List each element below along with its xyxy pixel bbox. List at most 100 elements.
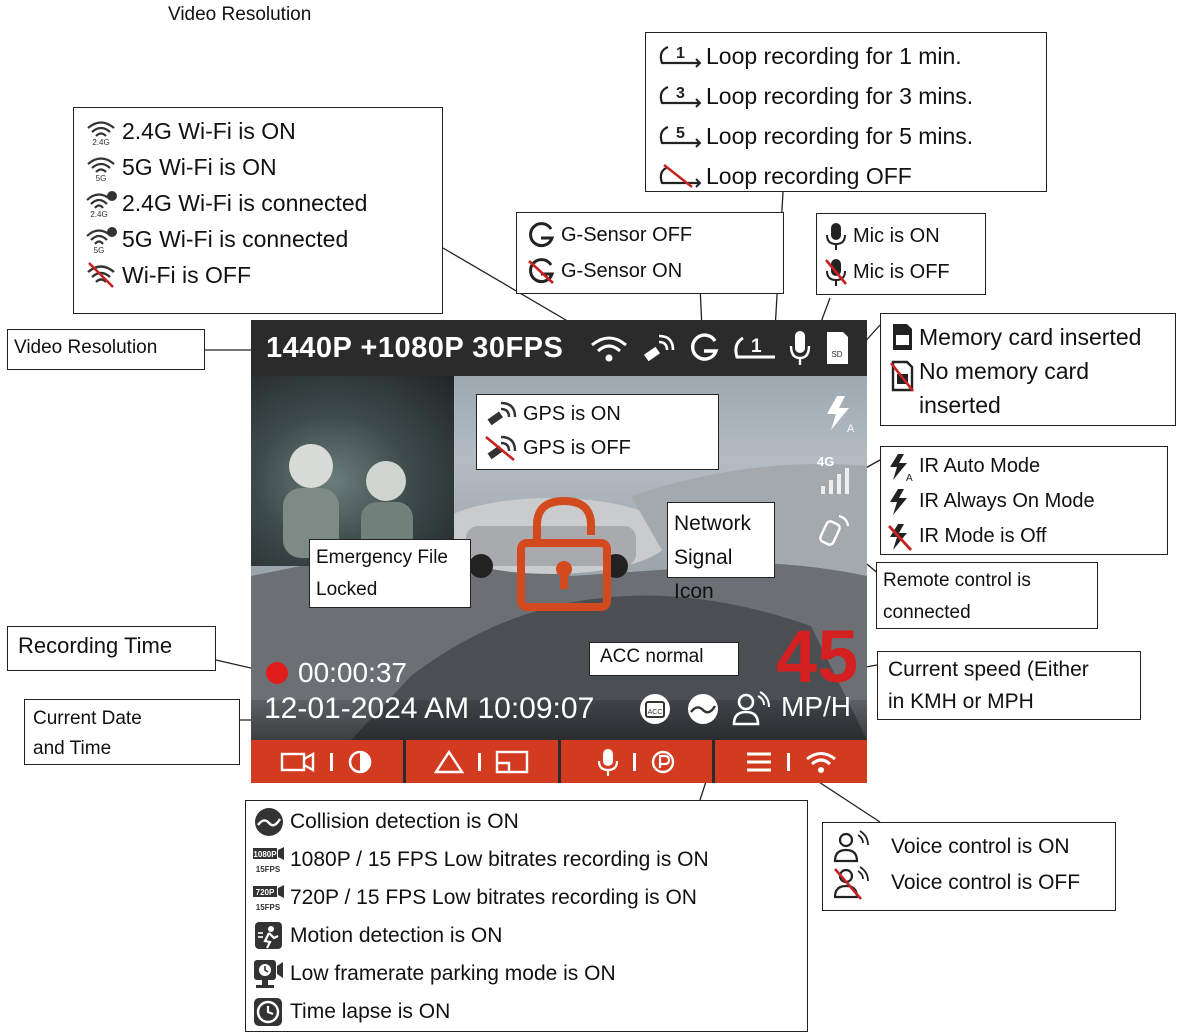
720p-fps-label: 15FPS	[256, 903, 281, 912]
acc-icon: ACC	[640, 694, 670, 724]
wifi-5g-connected-label: 5G	[94, 246, 105, 254]
no-sd-card-icon	[889, 360, 915, 392]
1080p-icon-label: 1080P	[253, 850, 277, 859]
modes-legend-label: Collision detection is ON	[290, 810, 519, 833]
loop-legend-item: 3 Loop recording for 3 mins.	[656, 76, 1046, 116]
wifi-legend-item: Wi-Fi is OFF	[84, 257, 442, 293]
modes-legend-item: Motion detection is ON	[252, 917, 807, 955]
mic-on-icon	[826, 223, 846, 250]
ir-status-icon: A	[827, 396, 855, 434]
ir-auto-icon: A	[890, 453, 913, 482]
loop-legend-label: Loop recording for 1 min.	[706, 42, 962, 69]
sd-card-status-label: SD	[831, 350, 842, 359]
loop-legend-item: 1 Loop recording for 1 min.	[656, 36, 1046, 76]
ir-legend-label: IR Auto Mode	[919, 455, 1041, 477]
wifi-legend-item: 5G 5G Wi-Fi is connected	[84, 221, 442, 257]
divider-icon	[478, 752, 482, 771]
gps-off-icon	[485, 435, 517, 462]
wifi-legend-item: 2.4G 2.4G Wi-Fi is connected	[84, 185, 442, 221]
wifi-legend-item: 5G 5G Wi-Fi is ON	[84, 149, 442, 185]
divider-icon	[786, 752, 790, 771]
gps-legend: GPS is ON GPS is OFF	[476, 394, 719, 470]
recording-timer: 00:00:37	[266, 657, 407, 689]
loop-status-label: 1	[751, 336, 762, 357]
voice-off-icon	[833, 866, 869, 900]
gsensor-status-icon	[690, 333, 719, 361]
sd-card-status-icon: SD	[827, 332, 848, 364]
modes-legend-label: Time lapse is ON	[290, 1000, 451, 1023]
wifi-5g-label: 5G	[96, 174, 107, 182]
mic-status-icon	[789, 331, 811, 365]
remote-control-label-box: Remote control is connected	[876, 562, 1098, 629]
loop-1min-label: 1	[676, 45, 685, 62]
wifi-5g-connected-icon: 5G	[86, 227, 117, 254]
menu-settings-wifi-button[interactable]	[715, 740, 867, 783]
screen-switch-icon	[495, 750, 529, 773]
parking-icon	[651, 750, 675, 773]
network-label-line: Signal Icon	[674, 546, 733, 603]
1080p-low-bitrate-icon: 1080P 15FPS	[253, 847, 284, 874]
memory-legend-label: No memory card	[919, 358, 1089, 384]
menu-record-button[interactable]	[251, 740, 406, 783]
loop-1min-icon: 1	[659, 45, 702, 68]
memory-legend-item: No memory card inserted	[889, 354, 1175, 422]
menu-bar	[251, 740, 867, 783]
acc-normal-label-box: ACC normal	[589, 642, 739, 676]
wifi-off-icon	[87, 262, 115, 288]
wifi-legend-label: 2.4G Wi-Fi is ON	[122, 117, 296, 144]
ir-legend-label: IR Always On Mode	[919, 490, 1095, 512]
warning-triangle-icon	[434, 749, 465, 773]
modes-legend-label: 720P / 15 FPS Low bitrates recording is …	[290, 886, 697, 909]
gsensor-legend-item: G-Sensor ON	[525, 253, 783, 289]
720p-icon-label: 720P	[256, 888, 275, 897]
1080p-fps-label: 15FPS	[256, 865, 281, 874]
menu-mic-parking-button[interactable]	[561, 740, 716, 783]
loop-status-icon: 1	[734, 336, 775, 359]
speed-label-line: in KMH or MPH	[888, 690, 1034, 713]
voice-legend-item: Voice control is OFF	[833, 865, 1115, 901]
divider-icon	[632, 752, 636, 771]
wifi-legend-label: Wi-Fi is OFF	[122, 261, 252, 288]
status-bar: 1440P +1080P 30FPS 1 SD	[251, 320, 867, 376]
wifi-icon	[805, 751, 836, 773]
ir-legend-label: IR Mode is Off	[919, 525, 1047, 547]
loop-off-icon	[659, 164, 702, 188]
cabin-camera-inset	[251, 376, 454, 566]
speed-value: 45	[776, 615, 859, 698]
gps-on-icon	[487, 401, 517, 426]
loop-legend-item: Loop recording OFF	[656, 156, 1046, 196]
loop-5min-icon: 5	[659, 125, 702, 148]
mic-legend-label: Mic is OFF	[853, 260, 950, 283]
modes-legend-item: Low framerate parking mode is ON	[252, 955, 807, 993]
voice-legend-item: Voice control is ON	[833, 829, 1115, 865]
wifi-legend-label: 2.4G Wi-Fi is connected	[122, 189, 368, 216]
loop-legend-label: Loop recording OFF	[706, 162, 912, 189]
modes-legend-label: Motion detection is ON	[290, 924, 503, 947]
voice-legend-label: Voice control is ON	[891, 835, 1070, 858]
wifi-legend-label: 5G Wi-Fi is ON	[122, 153, 277, 180]
wifi-24g-label: 2.4G	[92, 138, 109, 146]
date-label-line: Current Date	[33, 708, 142, 729]
acc-icon-label: ACC	[648, 709, 663, 716]
mic-icon	[597, 748, 618, 776]
ir-off-icon	[887, 523, 913, 551]
emergency-label-line: Locked	[316, 579, 378, 600]
recording-modes-legend: Collision detection is ON 1080P 15FPS 108…	[245, 800, 808, 1032]
voice-control-icon	[732, 691, 770, 726]
ir-legend-item: IR Always On Mode	[887, 484, 1167, 519]
date-label-line: and Time	[33, 738, 112, 759]
recording-time: 00:00:37	[298, 657, 407, 688]
sd-card-icon	[893, 324, 912, 350]
modes-legend-item: Time lapse is ON	[252, 993, 807, 1031]
ir-auto-label: A	[906, 473, 913, 482]
recording-time-label-box: Recording Time	[7, 626, 216, 671]
gsensor-legend-label: G-Sensor OFF	[561, 223, 693, 246]
network-signal-label: 4G	[817, 454, 834, 469]
wifi-24g-connected-label: 2.4G	[90, 210, 107, 218]
menu-emergency-button[interactable]	[406, 740, 561, 783]
network-signal-label-box: Network Signal Icon	[667, 502, 775, 603]
gsensor-legend-label: G-Sensor ON	[561, 259, 683, 282]
memory-legend-item: Memory card inserted	[889, 320, 1175, 354]
menu-lines-icon	[746, 752, 771, 771]
loop-legend-label: Loop recording for 3 mins.	[706, 82, 974, 109]
